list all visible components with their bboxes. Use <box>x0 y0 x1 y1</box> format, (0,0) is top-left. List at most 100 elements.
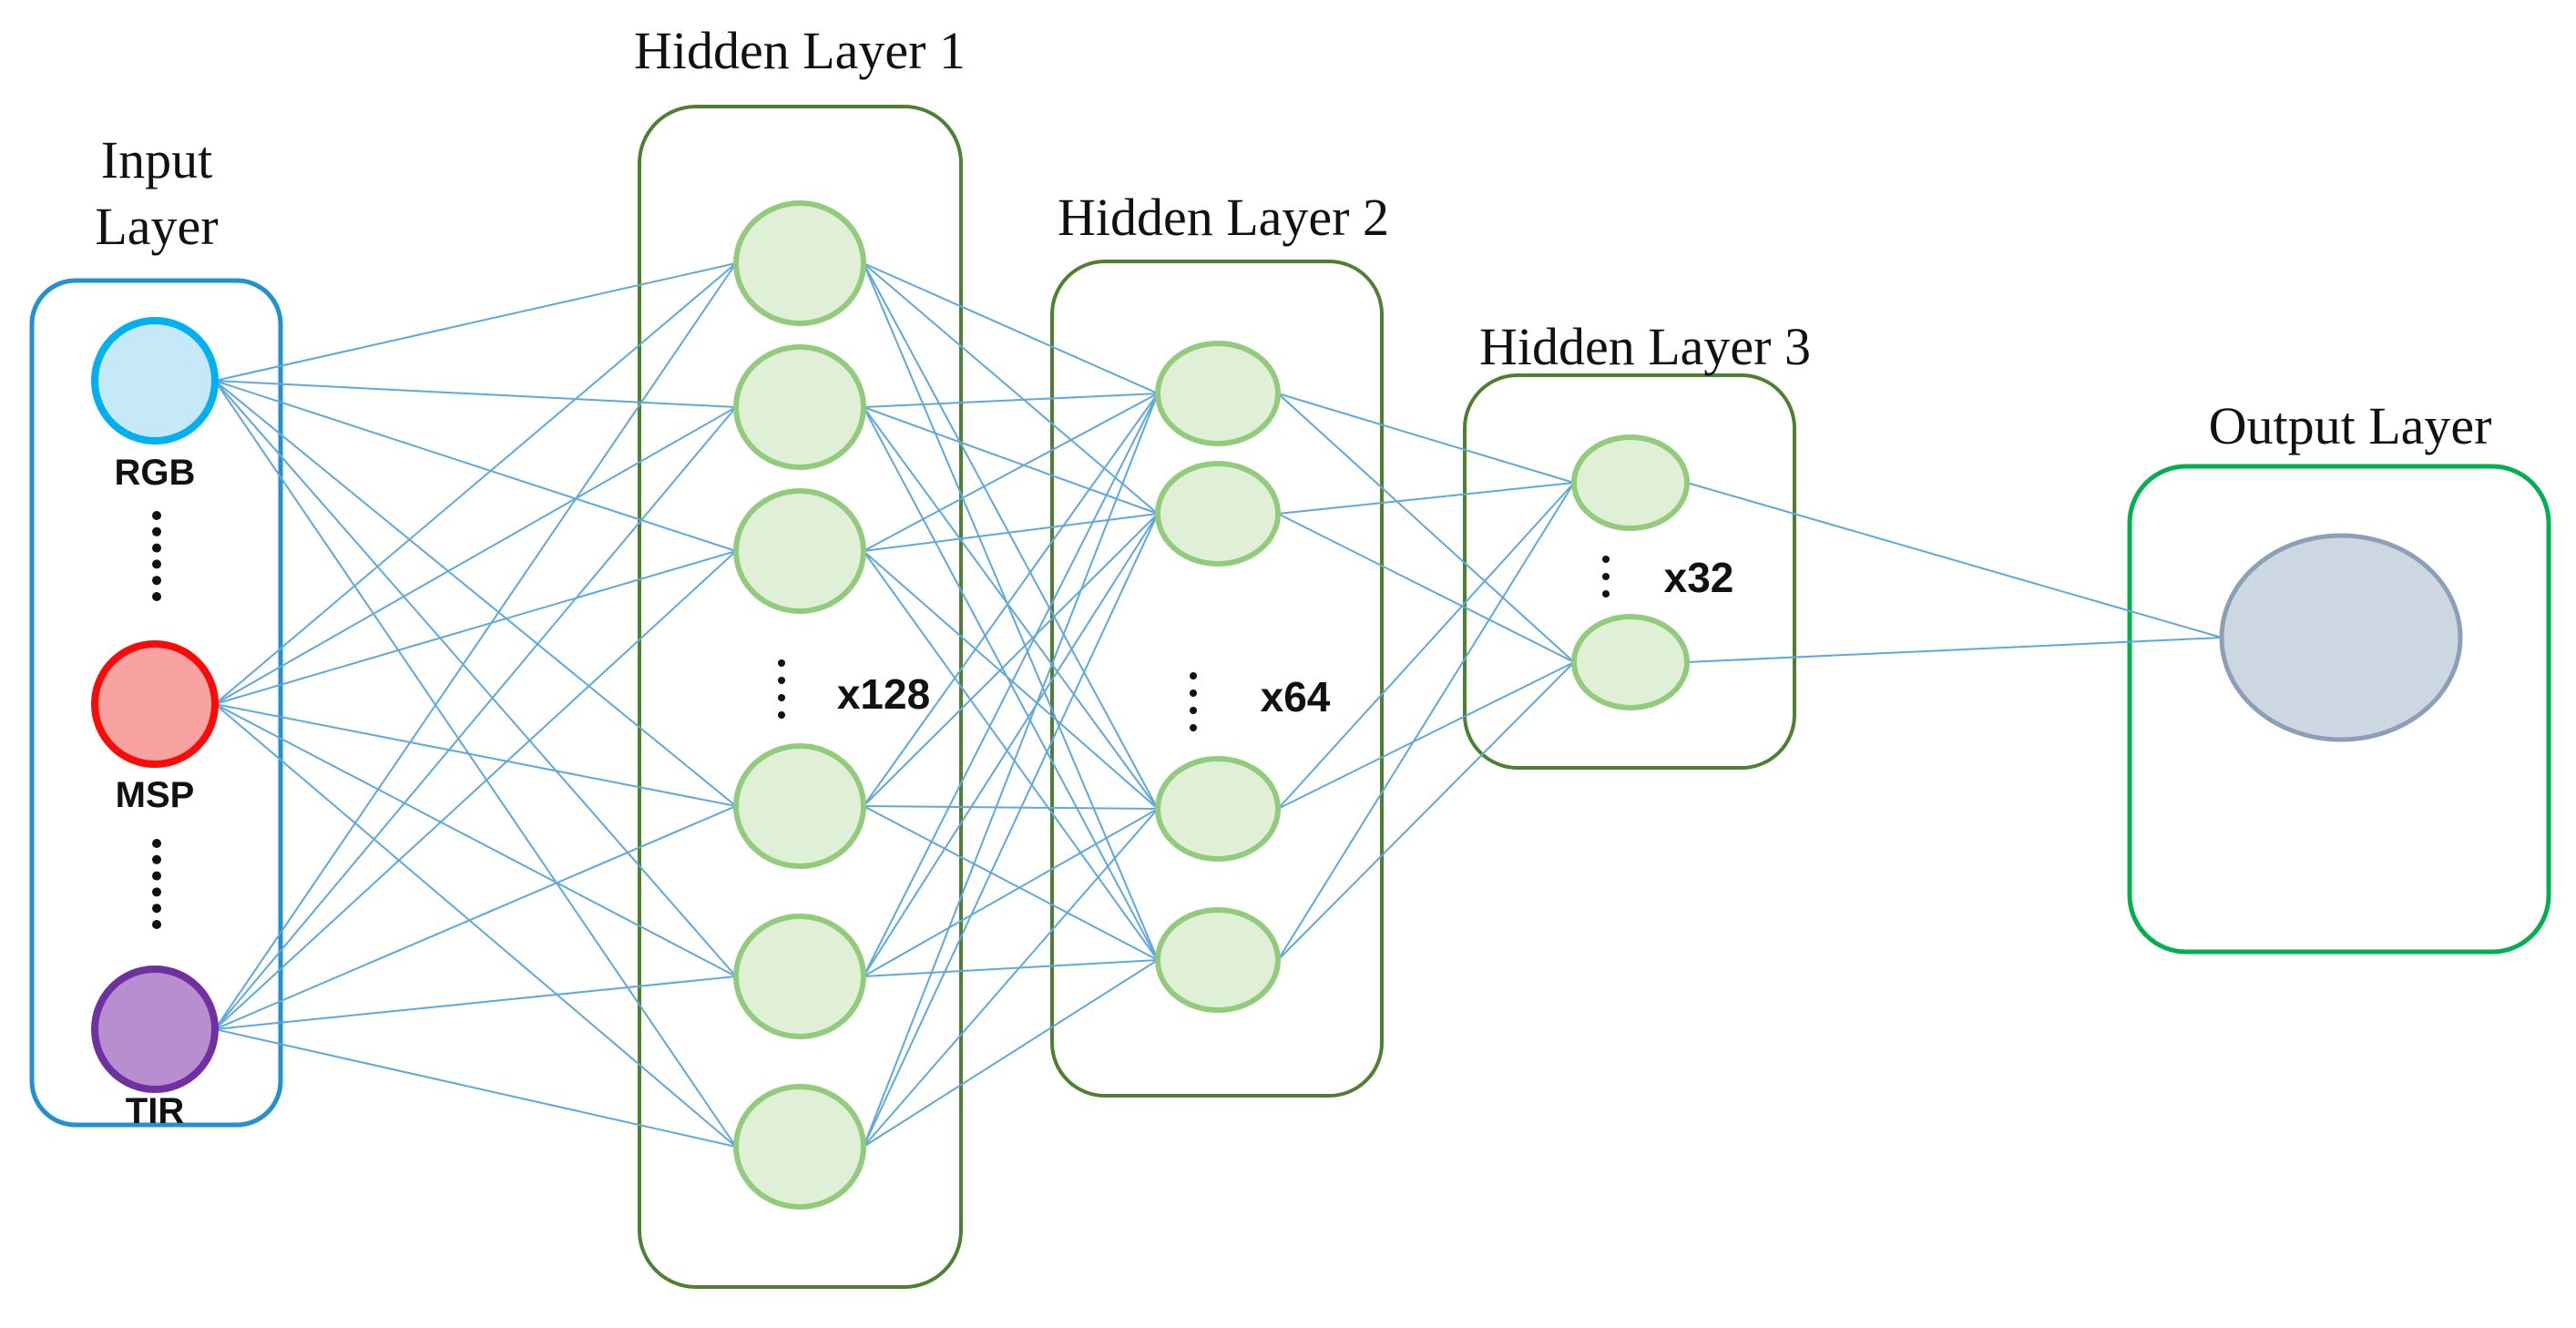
ellipsis-dots-hidden-2-1 <box>1190 672 1197 731</box>
node-msp <box>91 640 219 768</box>
ellipsis-dot <box>152 576 161 586</box>
node-tir <box>91 965 219 1093</box>
multiplier-label-hidden-2: x64 <box>1261 673 1331 720</box>
connection-line-input-to-hidden-1 <box>214 380 737 1148</box>
connection-line-hidden-1-to-hidden-2 <box>863 959 1159 1148</box>
connection-line-hidden-1-to-hidden-2 <box>863 959 1159 977</box>
connection-lines <box>214 262 2223 1148</box>
node-hidden-2-3 <box>1155 756 1281 862</box>
layer-title-output: Output Layer <box>2209 396 2492 455</box>
node-hidden-2-2 <box>1155 461 1281 567</box>
connection-line-input-to-hidden-1 <box>214 262 737 705</box>
connection-line-hidden-1-to-hidden-2 <box>863 393 1159 807</box>
ellipsis-dot <box>152 511 161 520</box>
connection-line-input-to-hidden-1 <box>214 406 737 1030</box>
connection-line-hidden-2-to-hidden-3 <box>1277 482 1575 961</box>
connection-line-input-to-hidden-1 <box>214 380 737 408</box>
connection-line-input-to-hidden-1 <box>214 262 737 382</box>
ellipsis-dot <box>1602 556 1610 563</box>
connection-line-hidden-2-to-hidden-3 <box>1277 482 1575 515</box>
connection-line-hidden-2-to-hidden-3 <box>1277 482 1575 810</box>
ellipsis-dots-input-2 <box>152 839 161 929</box>
multiplier-label-hidden-3: x32 <box>1664 554 1734 601</box>
connection-line-input-to-hidden-1 <box>214 550 737 1030</box>
connection-line-input-to-hidden-1 <box>214 262 737 1030</box>
layer-title-hidden-1: Hidden Layer 1 <box>634 21 966 80</box>
connection-line-hidden-1-to-hidden-2 <box>863 393 1159 552</box>
connection-line-hidden-1-to-hidden-2 <box>863 550 1159 810</box>
connection-line-hidden-1-to-hidden-2 <box>863 513 1159 552</box>
connection-line-hidden-1-to-hidden-2 <box>863 393 1159 1148</box>
connection-line-hidden-1-to-hidden-2 <box>863 406 1159 515</box>
ellipsis-dots-hidden-3-1 <box>1602 556 1610 598</box>
node-label-rgb: RGB <box>115 453 196 493</box>
node-label-tir: TIR <box>126 1091 185 1131</box>
connection-line-hidden-2-to-hidden-3 <box>1277 661 1575 961</box>
connection-line-hidden-1-to-hidden-2 <box>863 805 1159 961</box>
connection-line-hidden-1-to-hidden-2 <box>863 513 1159 807</box>
multiplier-label-hidden-1: x128 <box>837 670 930 718</box>
node-hidden-1-1 <box>733 200 866 326</box>
connection-line-hidden-1-to-hidden-2 <box>863 393 1159 408</box>
connection-line-hidden-1-to-hidden-2 <box>863 513 1159 1148</box>
ellipsis-dot <box>1190 672 1197 679</box>
node-hidden-1-3 <box>733 488 866 614</box>
node-hidden-1-2 <box>733 344 866 470</box>
connection-line-hidden-3-to-output <box>1686 482 2223 638</box>
connection-line-input-to-hidden-1 <box>214 1028 737 1148</box>
connection-line-hidden-1-to-hidden-2 <box>863 262 1159 810</box>
node-hidden-1-4 <box>733 743 866 869</box>
layer-title-hidden-2: Hidden Layer 2 <box>1058 188 1389 247</box>
connection-line-input-to-hidden-1 <box>214 976 737 1030</box>
node-hidden-1-6 <box>733 1084 866 1210</box>
ellipsis-dot <box>778 711 785 719</box>
ellipsis-dot <box>152 839 161 848</box>
ellipsis-dot <box>1190 724 1197 731</box>
layer-box-hidden-3 <box>1463 373 1796 770</box>
ellipsis-dot <box>152 871 161 881</box>
connection-line-input-to-hidden-1 <box>214 380 737 807</box>
connection-line-input-to-hidden-1 <box>214 703 737 1148</box>
node-hidden-3-1 <box>1571 434 1690 531</box>
layer-box-output <box>2127 464 2551 955</box>
node-hidden-2-4 <box>1155 907 1281 1013</box>
ellipsis-dot <box>152 526 161 536</box>
ellipsis-dot <box>778 659 785 667</box>
connection-line-hidden-2-to-hidden-3 <box>1277 393 1575 663</box>
ellipsis-dot <box>778 694 785 701</box>
ellipsis-dot <box>778 677 785 684</box>
node-rgb <box>91 317 219 444</box>
ellipsis-dot <box>1602 573 1610 580</box>
connection-line-input-to-hidden-1 <box>214 703 737 807</box>
connection-line-hidden-2-to-hidden-3 <box>1277 393 1575 484</box>
ellipsis-dot <box>152 904 161 914</box>
ellipsis-dot <box>152 592 161 601</box>
connection-line-hidden-1-to-hidden-2 <box>863 808 1159 977</box>
connection-line-hidden-2-to-hidden-3 <box>1277 661 1575 810</box>
ellipsis-dot <box>152 854 161 864</box>
node-hidden-1-5 <box>733 914 866 1039</box>
ellipsis-dot <box>152 920 161 929</box>
connection-line-input-to-hidden-1 <box>214 550 737 705</box>
ellipsis-dots-hidden-1-1 <box>778 659 785 719</box>
ellipsis-dot <box>152 543 161 553</box>
connection-line-input-to-hidden-1 <box>214 406 737 705</box>
ellipsis-dot <box>1190 690 1197 697</box>
ellipsis-dots-input-1 <box>152 511 161 601</box>
connection-line-hidden-1-to-hidden-2 <box>863 262 1159 394</box>
connection-line-hidden-1-to-hidden-2 <box>863 808 1159 1148</box>
connection-line-hidden-1-to-hidden-2 <box>863 262 1159 515</box>
node-output-1 <box>2219 533 2463 742</box>
connection-line-hidden-1-to-hidden-2 <box>863 550 1159 961</box>
connection-line-hidden-3-to-output <box>1686 637 2223 663</box>
node-hidden-2-1 <box>1155 341 1281 446</box>
connection-line-input-to-hidden-1 <box>214 703 737 977</box>
connection-line-hidden-2-to-hidden-3 <box>1277 513 1575 663</box>
ellipsis-dot <box>1602 590 1610 598</box>
connection-line-input-to-hidden-1 <box>214 380 737 552</box>
ellipsis-dot <box>152 559 161 569</box>
ellipsis-dot <box>152 887 161 897</box>
connection-line-hidden-1-to-hidden-2 <box>863 513 1159 977</box>
